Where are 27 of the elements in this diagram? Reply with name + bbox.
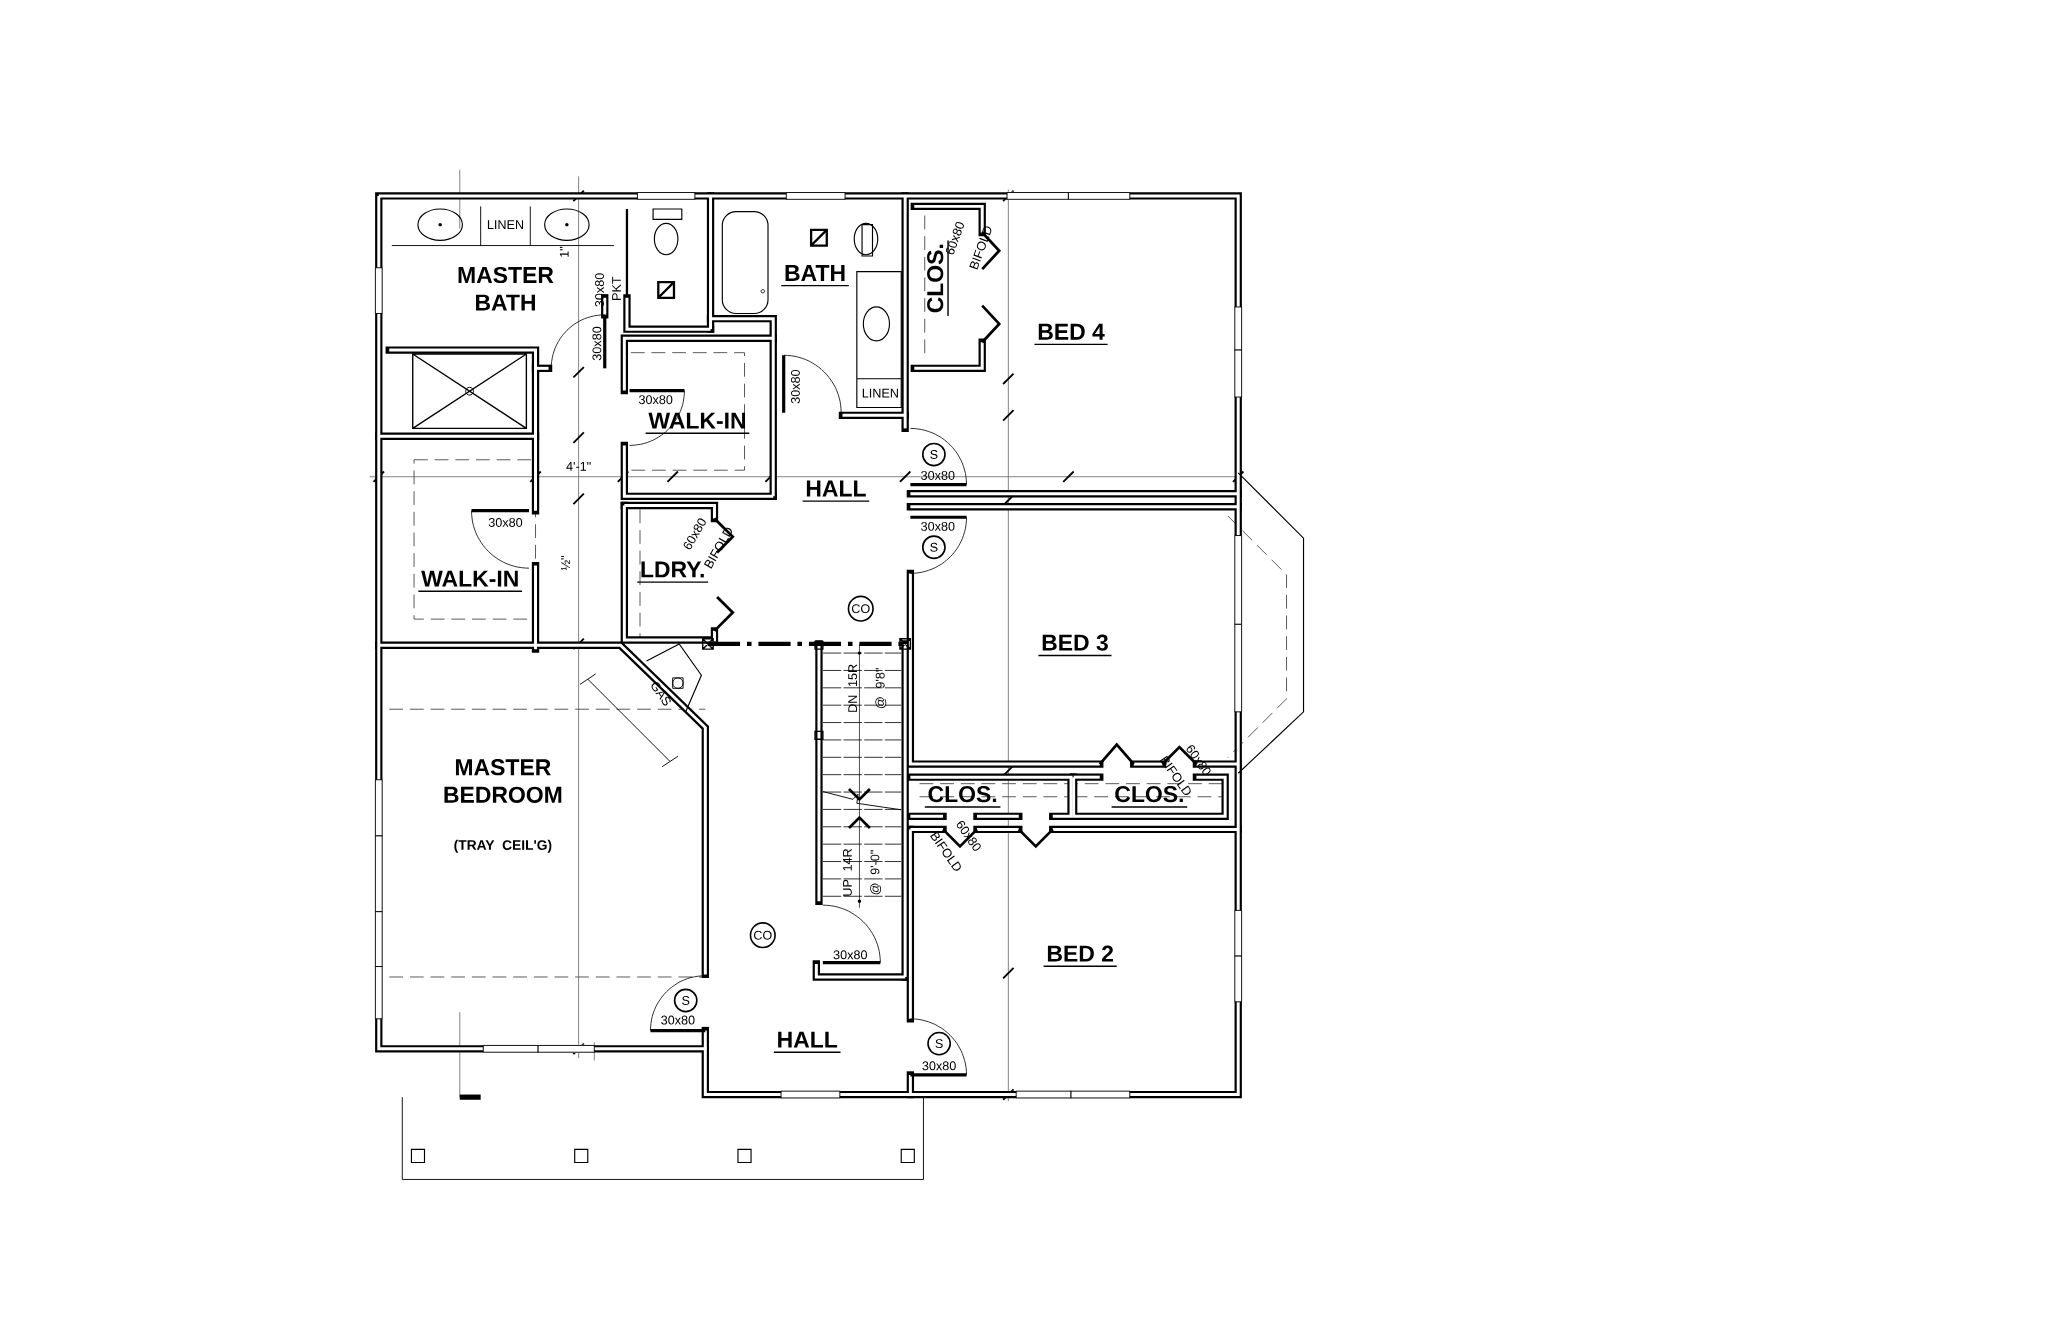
room-label: MASTER BEDROOM (TRAY CEIL'G) (444, 758, 562, 853)
room-label: BED 4 (1033, 323, 1109, 345)
plan-note: LINEN (487, 220, 524, 229)
room-label: BED 3 (1037, 634, 1113, 656)
room-label: HALL (801, 480, 870, 502)
plan-note: 30x80 (592, 326, 602, 361)
room-label: HALL (773, 1031, 842, 1053)
room-label: BATH (780, 264, 850, 287)
plan-note: 4'-1" (566, 461, 591, 471)
plan-note: 30x80 (661, 1015, 695, 1025)
plan-note: 30x80 (921, 521, 955, 531)
room-label: MASTER BATH (458, 266, 554, 311)
room-label: CLOS. (924, 785, 1002, 808)
plan-note: 1" (559, 246, 569, 257)
plan-note: 30x80 (790, 369, 800, 404)
plan-note: DN 15R @ 9'8" (848, 664, 887, 712)
room-label: WALK-IN (417, 570, 523, 592)
plan-note: 30x80 (921, 470, 955, 480)
plan-note: ½" (561, 555, 570, 570)
plan-note: 30x80 (922, 1061, 956, 1071)
room-label: BED 2 (1042, 945, 1118, 967)
plan-note: LINEN (862, 388, 898, 398)
plan-note: PKT (612, 276, 621, 300)
plan-note: 30x80 (488, 517, 523, 527)
plan-note: 30x80 (833, 950, 867, 960)
plan-note: UP 14R @ 9'-0" (843, 848, 882, 896)
room-label: WALK-IN (644, 412, 750, 434)
